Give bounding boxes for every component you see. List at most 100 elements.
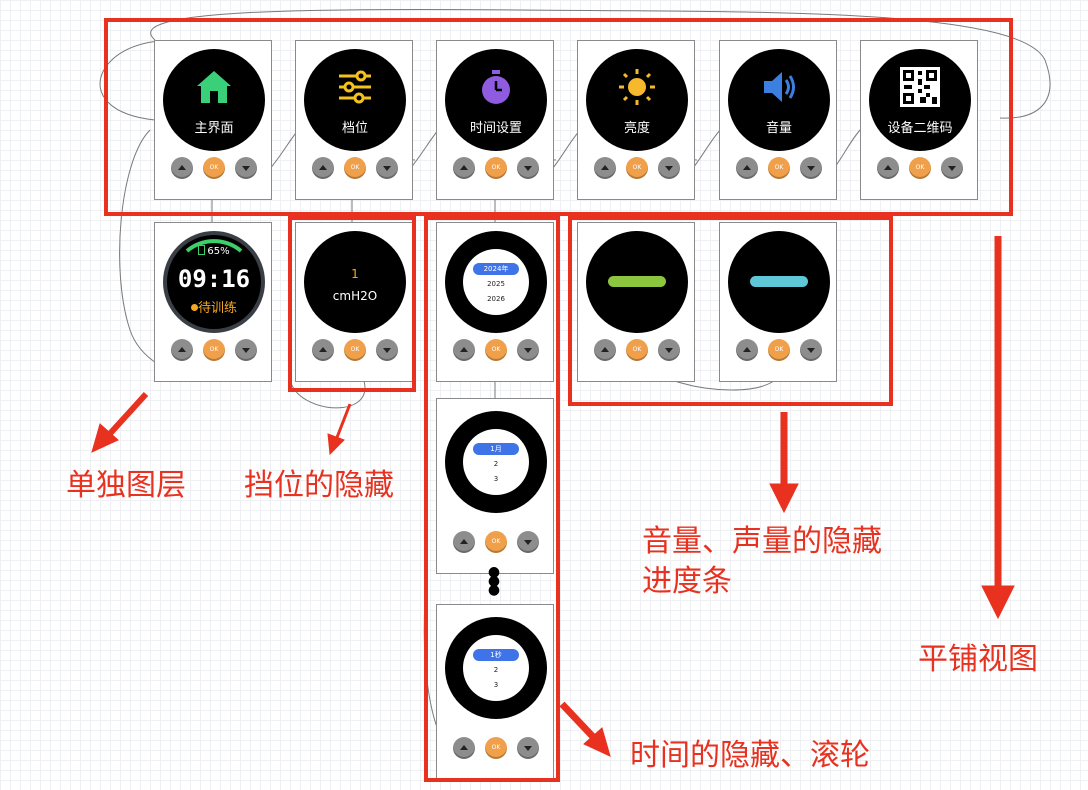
- screen-card-brightness[interactable]: 亮度 OK: [577, 40, 695, 200]
- second-wheel[interactable]: 1秒 2 3: [463, 635, 529, 701]
- watch-status: 待训练: [167, 297, 261, 316]
- down-button[interactable]: [376, 157, 398, 179]
- qr-code-icon: [900, 67, 940, 107]
- ok-button[interactable]: OK: [203, 339, 225, 361]
- brightness-progress-bar[interactable]: [608, 276, 666, 287]
- month-wheel[interactable]: 1月 2 3: [463, 429, 529, 495]
- ok-label: OK: [632, 346, 642, 353]
- battery-percent: 65%: [207, 246, 230, 257]
- screen-card-brightness-bar[interactable]: OK: [577, 222, 695, 382]
- up-button[interactable]: [453, 157, 475, 179]
- button-row: OK: [453, 157, 539, 179]
- highlight-box-progress: [568, 216, 893, 406]
- arrow-gear: [334, 403, 352, 441]
- up-button[interactable]: [171, 157, 193, 179]
- down-button[interactable]: [376, 339, 398, 361]
- ok-button[interactable]: OK: [485, 157, 507, 179]
- down-button[interactable]: [235, 339, 257, 361]
- button-row: OK: [171, 157, 257, 179]
- up-button[interactable]: [453, 531, 475, 553]
- screen-card-year-wheel[interactable]: 2024年 2025 2026 OK: [436, 222, 554, 382]
- screen-card-volume[interactable]: 音量 OK: [719, 40, 837, 200]
- ok-button[interactable]: OK: [485, 531, 507, 553]
- up-button[interactable]: [312, 157, 334, 179]
- screen-card-volume-bar[interactable]: OK: [719, 222, 837, 382]
- down-button[interactable]: [658, 157, 680, 179]
- screen-card-gear-value[interactable]: 1 cmH2O OK: [295, 222, 413, 382]
- ok-label: OK: [350, 346, 360, 353]
- wheel-row: 2: [493, 460, 499, 468]
- screen-card-time[interactable]: 时间设置 OK: [436, 40, 554, 200]
- ok-label: OK: [350, 164, 360, 171]
- up-button[interactable]: [453, 737, 475, 759]
- selected-second: 1秒: [473, 649, 519, 661]
- down-button[interactable]: [658, 339, 680, 361]
- wheel-row: 2026: [487, 295, 505, 303]
- battery-icon: [198, 245, 206, 255]
- watch-time: 09:16: [177, 265, 251, 293]
- highlight-box-tiled: [104, 18, 1013, 216]
- button-row: OK: [594, 339, 680, 361]
- selected-month: 1月: [473, 443, 519, 455]
- down-button[interactable]: [800, 157, 822, 179]
- up-button[interactable]: [736, 157, 758, 179]
- screen-label: 亮度: [623, 121, 650, 136]
- highlight-box-gear: [288, 216, 416, 392]
- down-button[interactable]: [517, 157, 539, 179]
- down-button[interactable]: [800, 339, 822, 361]
- up-button[interactable]: [453, 339, 475, 361]
- ok-label: OK: [915, 164, 925, 171]
- battery-text: 65%: [167, 245, 261, 257]
- gear-unit: cmH2O: [332, 289, 378, 303]
- ok-button[interactable]: OK: [203, 157, 225, 179]
- ok-button[interactable]: OK: [626, 339, 648, 361]
- selected-year: 2024年: [473, 263, 519, 275]
- watch-face: 65% 09:16 待训练: [163, 231, 265, 333]
- home-icon: [197, 71, 231, 103]
- ok-label: OK: [209, 346, 219, 353]
- annotation-gear-hidden: 挡位的隐藏: [244, 468, 394, 503]
- up-button[interactable]: [736, 339, 758, 361]
- screen-card-home[interactable]: 主界面 OK: [154, 40, 272, 200]
- year-wheel[interactable]: 2024年 2025 2026: [463, 249, 529, 315]
- screen-face: 亮度: [586, 49, 688, 151]
- button-row: OK: [736, 157, 822, 179]
- screen-face: 设备二维码: [869, 49, 971, 151]
- screen-face: 时间设置: [445, 49, 547, 151]
- ok-button[interactable]: OK: [344, 157, 366, 179]
- down-button[interactable]: [517, 737, 539, 759]
- up-button[interactable]: [594, 339, 616, 361]
- ok-button[interactable]: OK: [485, 737, 507, 759]
- screen-card-second-wheel[interactable]: 1秒 2 3 OK: [436, 604, 554, 780]
- ok-button[interactable]: OK: [909, 157, 931, 179]
- ok-button[interactable]: OK: [344, 339, 366, 361]
- down-button[interactable]: [235, 157, 257, 179]
- screen-card-gear[interactable]: 档位 OK: [295, 40, 413, 200]
- ok-button[interactable]: OK: [485, 339, 507, 361]
- screen-label: 音量: [765, 121, 792, 136]
- ok-label: OK: [491, 164, 501, 171]
- ok-label: OK: [491, 744, 501, 751]
- up-button[interactable]: [594, 157, 616, 179]
- screen-face: [728, 231, 830, 333]
- button-row: OK: [453, 339, 539, 361]
- ok-button[interactable]: OK: [626, 157, 648, 179]
- screen-card-qr[interactable]: 设备二维码 OK: [860, 40, 978, 200]
- up-button[interactable]: [877, 157, 899, 179]
- volume-progress-bar[interactable]: [750, 276, 808, 287]
- down-button[interactable]: [941, 157, 963, 179]
- screen-card-month-wheel[interactable]: 1月 2 3 OK: [436, 398, 554, 574]
- up-button[interactable]: [171, 339, 193, 361]
- sliders-icon: [339, 70, 371, 104]
- arrow-layer: [103, 391, 149, 441]
- down-button[interactable]: [517, 531, 539, 553]
- highlight-box-time: [424, 216, 560, 782]
- button-row: OK: [594, 157, 680, 179]
- up-button[interactable]: [312, 339, 334, 361]
- ok-button[interactable]: OK: [768, 157, 790, 179]
- ok-button[interactable]: OK: [768, 339, 790, 361]
- down-button[interactable]: [517, 339, 539, 361]
- screen-card-watch[interactable]: 65% 09:16 待训练 OK: [154, 222, 272, 382]
- annotation-volume-hidden: 音量、声量的隐藏 进度条: [642, 524, 882, 599]
